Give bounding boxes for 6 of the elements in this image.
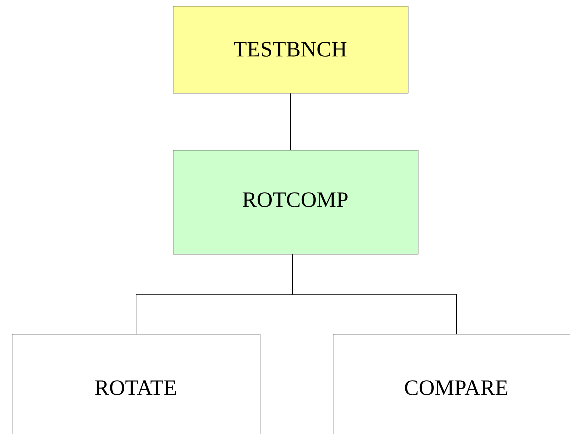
connector-line — [290, 93, 292, 150]
box: TESTBNCH — [173, 6, 409, 94]
connector-line — [292, 254, 458, 334]
box: ROTATE — [12, 334, 261, 434]
box: ROTCOMP — [173, 150, 419, 255]
box: COMPARE — [333, 334, 570, 434]
